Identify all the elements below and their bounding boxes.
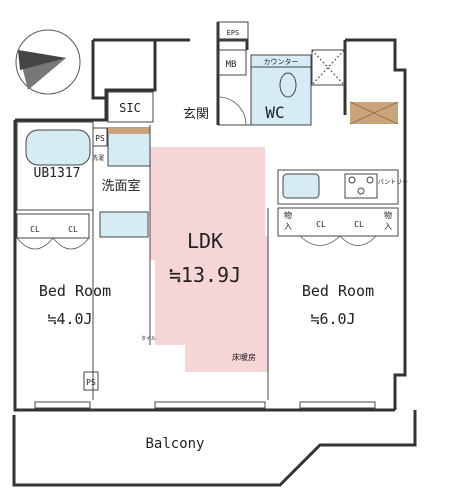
storage-2-label-2: 入 xyxy=(384,222,392,231)
washer-space xyxy=(107,127,151,167)
ub-label: UB1317 xyxy=(34,166,81,181)
ldk-size: ≒13.9J xyxy=(169,263,241,287)
cl-left-2-label: CL xyxy=(68,225,78,234)
bed-right-name: Bed Room xyxy=(302,282,374,300)
toilet-icon xyxy=(279,72,297,98)
ps-top-label: PS xyxy=(95,134,105,143)
void-box xyxy=(311,49,345,86)
bathtub-icon xyxy=(25,129,91,166)
pantry-label: パントリー xyxy=(378,179,408,186)
stove-icon xyxy=(344,173,378,199)
storage-2-label-1: 物 xyxy=(384,210,392,220)
bed-left-size: ≒4.0J xyxy=(47,310,92,328)
closet-right xyxy=(277,207,399,237)
compass-icon xyxy=(15,29,81,95)
bed-left-name: Bed Room xyxy=(39,282,111,300)
interior-walls xyxy=(92,120,269,400)
sink-icon xyxy=(282,173,320,199)
cl-right-1-label: CL xyxy=(316,220,326,229)
sic-label: SIC xyxy=(119,101,141,115)
wc-label: WC xyxy=(265,103,284,122)
balcony-label: Balcony xyxy=(145,436,204,452)
floor-heating-label: 床暖房 xyxy=(232,352,256,362)
cl-left-1-label: CL xyxy=(30,225,40,234)
ldk-name: LDK xyxy=(187,229,223,253)
storage-1-label-2: 入 xyxy=(284,222,292,231)
washer-label: 洗濯 xyxy=(92,154,104,162)
eps-box xyxy=(217,21,249,41)
tile-label: タイル xyxy=(141,335,156,342)
ps-bottom-label: PS xyxy=(86,378,96,387)
entrance-door xyxy=(217,96,247,126)
mb-label: MB xyxy=(226,60,237,70)
sic-room xyxy=(107,91,154,123)
ps-bottom-box xyxy=(83,371,99,391)
cl-right-2-label: CL xyxy=(354,220,364,229)
washroom-shelf xyxy=(108,128,150,134)
closet-left xyxy=(16,213,90,239)
vanity-basin xyxy=(99,211,149,238)
counter-label: カウンター xyxy=(264,57,299,66)
bed-right-size: ≒6.0J xyxy=(310,310,355,328)
mb-box xyxy=(217,49,247,76)
washroom-label: 洗面室 xyxy=(101,178,140,194)
storage-1-label-1: 物 xyxy=(284,210,292,220)
entrance-label: 玄関 xyxy=(183,107,209,122)
kitchen-counter xyxy=(277,169,399,205)
floor-heating-area xyxy=(150,147,268,372)
counter-box xyxy=(250,54,312,68)
windows xyxy=(34,401,376,409)
eps-label: EPS xyxy=(227,29,240,37)
